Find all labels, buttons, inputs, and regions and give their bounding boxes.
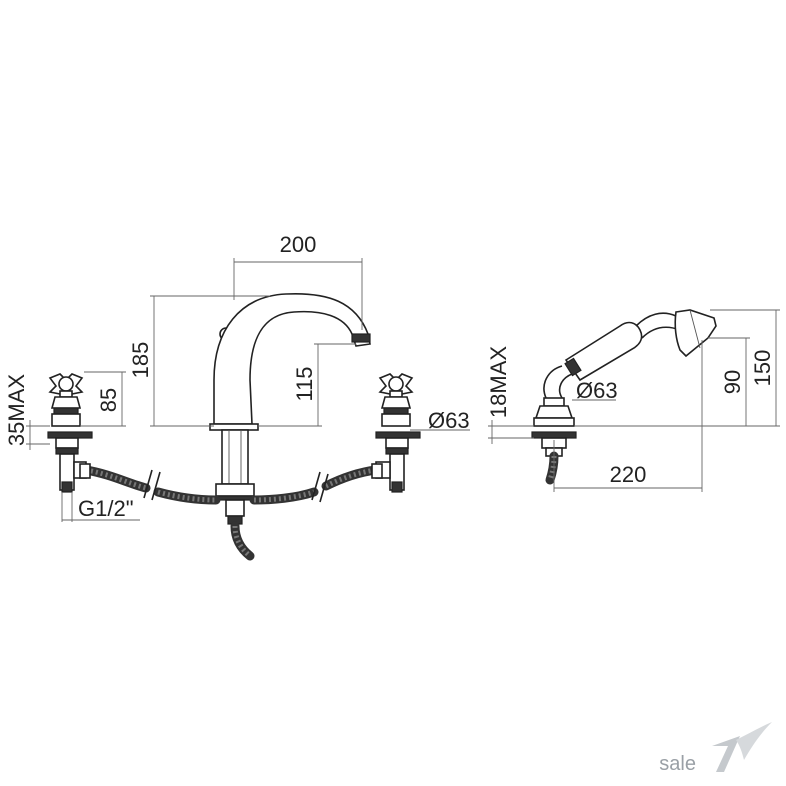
dim-spout-outlet-height: 115: [292, 366, 317, 401]
dim-spout-reach: 200: [280, 232, 317, 257]
dim-deck-thickness-left: 35MAX: [4, 374, 29, 446]
dim-connection: G1/2": [78, 496, 134, 521]
dim-deck-thickness-right: 18MAX: [486, 346, 511, 418]
hand-shower-set: [531, 309, 717, 485]
connecting-hoses: [79, 463, 383, 505]
dim-hand-shower-reach: 220: [610, 462, 647, 487]
dim-holder-diameter: Ø63: [576, 378, 618, 403]
dim-hand-shower-holder-height: 90: [720, 370, 745, 394]
dim-handle-height: 85: [96, 388, 121, 412]
dim-hand-shower-height: 150: [750, 350, 775, 387]
watermark-logo-icon: [712, 722, 772, 772]
right-handle-valve: [375, 373, 421, 493]
spout: [209, 292, 371, 561]
dim-handle-diameter: Ø63: [428, 408, 470, 433]
watermark: sale: [659, 722, 772, 775]
watermark-text: sale: [659, 753, 696, 775]
dimension-lines: [26, 258, 780, 522]
dim-spout-height: 185: [128, 342, 153, 379]
